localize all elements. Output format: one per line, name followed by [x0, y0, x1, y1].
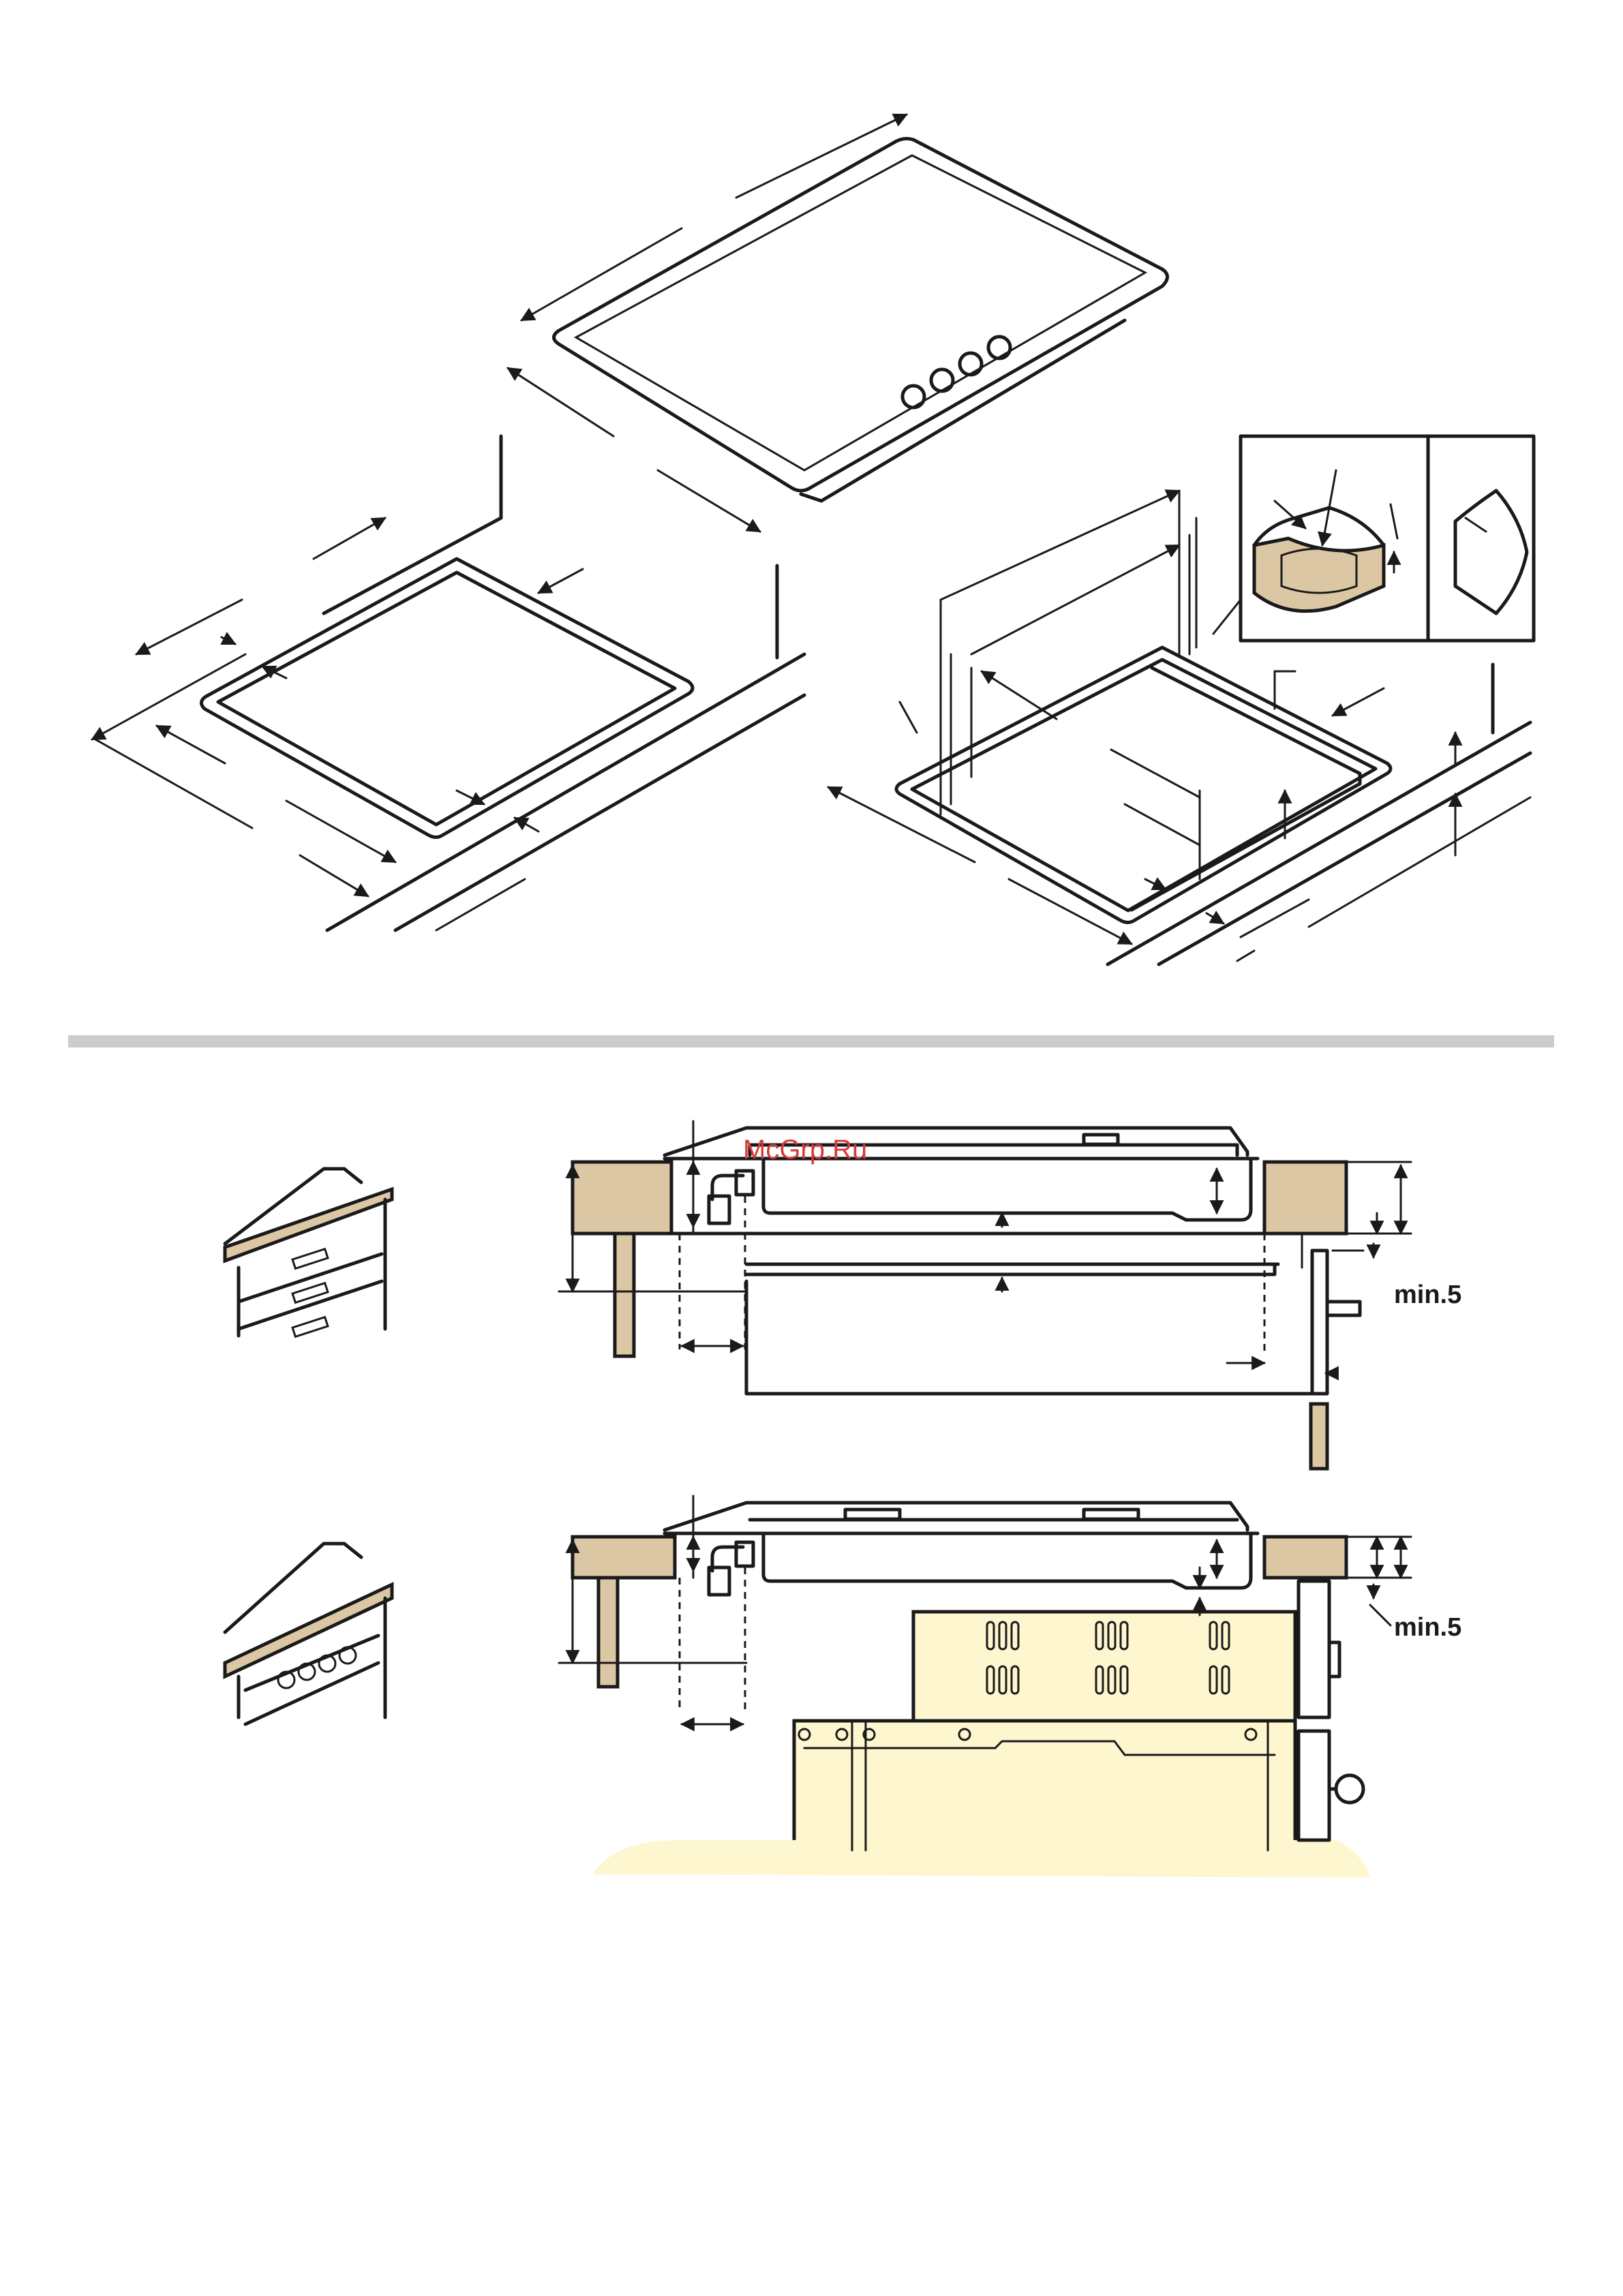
worktop-block-left [573, 1162, 671, 1234]
section-divider [68, 1035, 1554, 1047]
drawer-cabinet-icon [225, 1169, 392, 1336]
control-knob-icon [988, 337, 1010, 358]
hob-perspective [508, 114, 1168, 532]
watermark-text: McGrp.Ru [743, 1135, 867, 1165]
worktop-block-right [1264, 1162, 1346, 1234]
control-knob-icon [960, 353, 982, 375]
control-knob-icon [931, 369, 953, 391]
oven-knob-icon [1336, 1775, 1363, 1803]
gas-connector-icon [709, 1542, 753, 1595]
edge-detail-inset [1213, 436, 1534, 641]
control-knob-icon [902, 386, 924, 408]
section-drawer: min.5 [559, 1121, 1461, 1469]
oven-cabinet-icon [225, 1544, 392, 1724]
section-oven: min.5 [559, 1496, 1461, 1878]
worktop-cutout-left [92, 436, 804, 930]
worktop-flush-right [828, 491, 1530, 964]
min-clearance-label: min.5 [1394, 1281, 1461, 1309]
min-clearance-label: min.5 [1394, 1613, 1461, 1642]
gas-connector-icon [709, 1171, 753, 1223]
cabinet-side [615, 1234, 634, 1356]
